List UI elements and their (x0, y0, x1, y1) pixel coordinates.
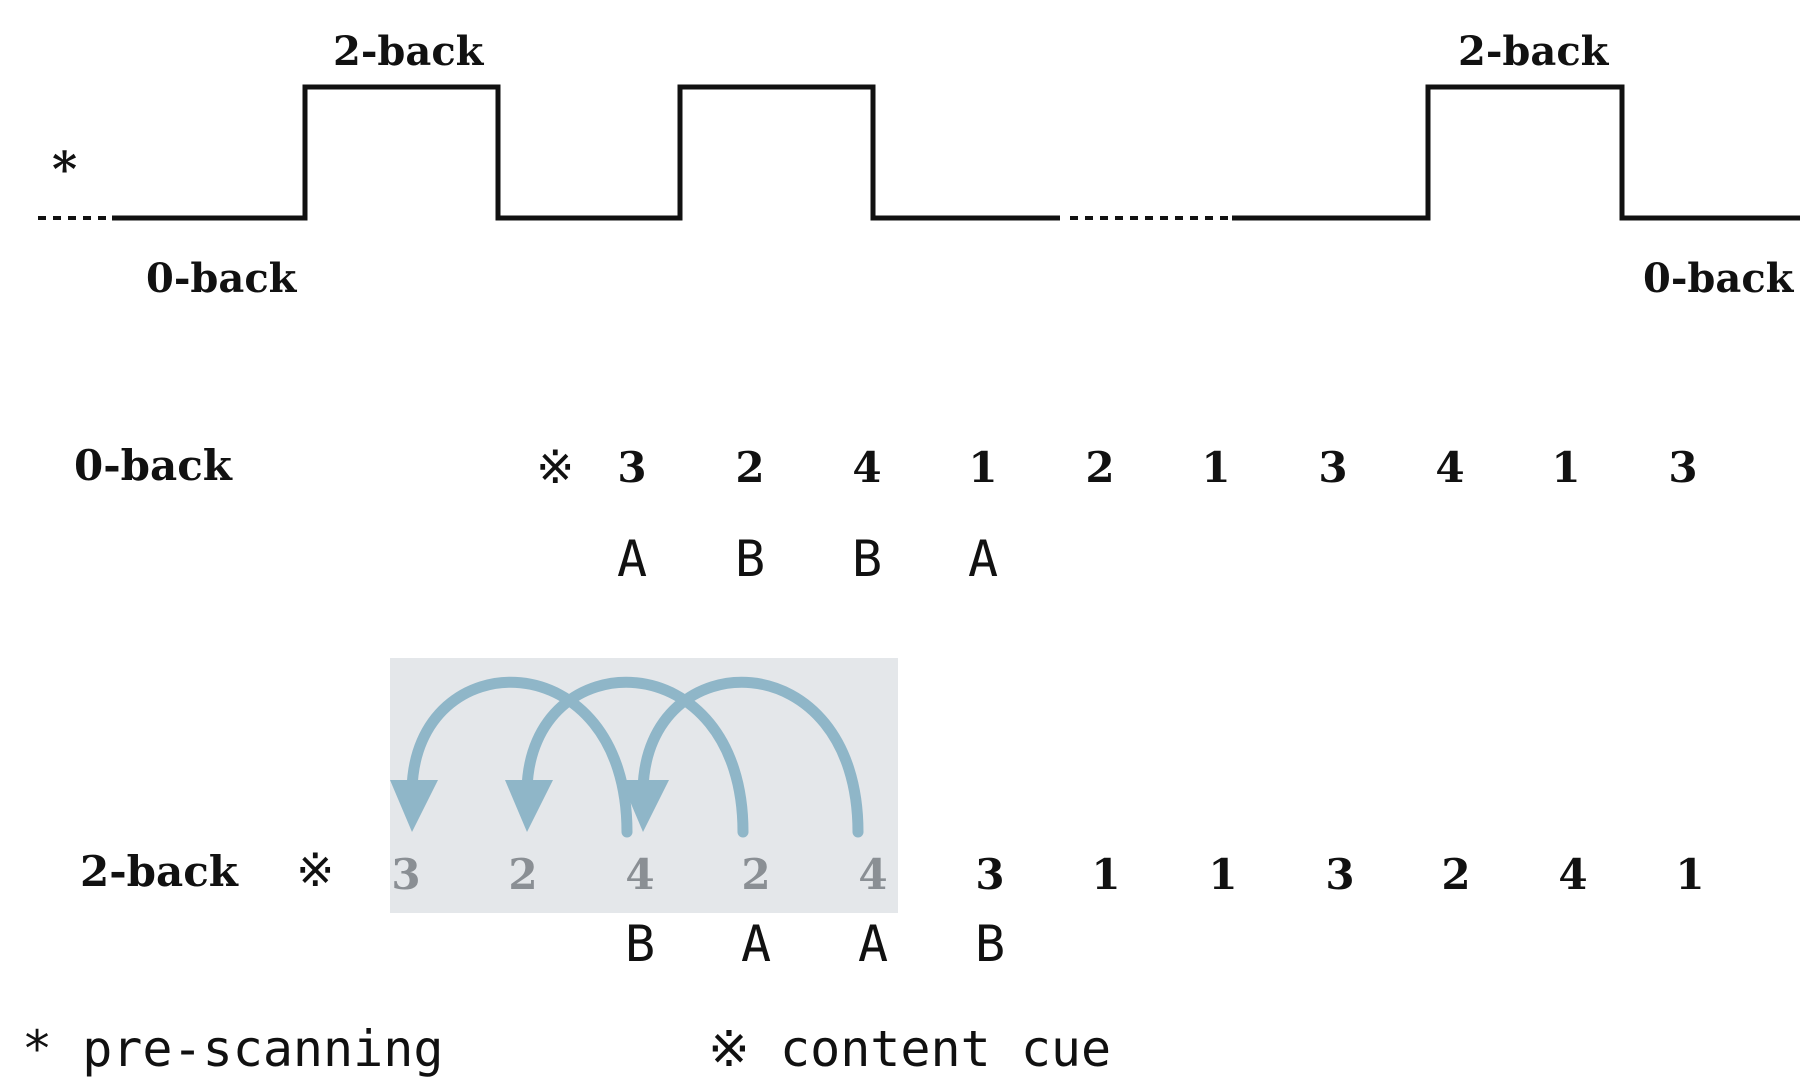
timing-label-2back: 2-back (1458, 28, 1609, 75)
zero-back-number: 3 (617, 443, 647, 492)
legend-content-cue: ※ content cue (708, 1020, 1112, 1078)
two-back-number-faded: 3 (391, 850, 421, 899)
zero-back-response-letter: B (851, 530, 883, 588)
two-back-number-faded: 2 (741, 850, 771, 899)
zero-back-response-letter: B (734, 530, 766, 588)
arrow-curve (637, 676, 864, 838)
two-back-number: 3 (975, 850, 1005, 899)
zero-back-number: 4 (852, 443, 882, 492)
zero-back-number: 2 (1085, 443, 1115, 492)
zero-back-number: 1 (1551, 443, 1581, 492)
two-back-number: 3 (1325, 850, 1355, 899)
comparison-arrows (406, 676, 864, 838)
two-back-number: 4 (1558, 850, 1588, 899)
waveform-line-left (112, 84, 1060, 221)
waveform-line-right (1232, 84, 1800, 221)
two-back-number-faded: 4 (858, 850, 888, 899)
two-back-number-faded: 4 (625, 850, 655, 899)
zero-back-response-letter: A (967, 530, 999, 588)
legend-prescanning: * pre-scanning (22, 1020, 444, 1078)
timing-label-0back: 0-back (1643, 255, 1794, 302)
content-cue-symbol: ※ (296, 843, 335, 897)
two-back-response-letter: A (857, 915, 889, 973)
two-back-number: 2 (1441, 850, 1471, 899)
two-back-response-letter: A (740, 915, 772, 973)
arrow-curve (521, 676, 749, 838)
zero-back-number: 4 (1435, 443, 1465, 492)
zero-back-number: 3 (1668, 443, 1698, 492)
zero-back-number: 3 (1318, 443, 1348, 492)
timing-label-2back: 2-back (333, 28, 484, 75)
two-back-response-letter: B (974, 915, 1006, 973)
arrowhead (621, 780, 669, 832)
arrowhead (390, 780, 438, 832)
content-cue-symbol: ※ (536, 440, 575, 494)
zero-back-number: 1 (1201, 443, 1231, 492)
arrow-curve (406, 676, 633, 838)
arrowhead (505, 780, 553, 832)
two-back-number: 1 (1675, 850, 1705, 899)
zero-back-response-letter: A (616, 530, 648, 588)
two-back-number-faded: 2 (508, 850, 538, 899)
arrowheads (390, 780, 669, 832)
two-back-number: 1 (1208, 850, 1238, 899)
two-back-response-letter: B (624, 915, 656, 973)
timing-label-0back: 0-back (146, 255, 297, 302)
two-back-number: 1 (1091, 850, 1121, 899)
two-back-row-label: 2-back (80, 847, 238, 896)
zero-back-number: 1 (968, 443, 998, 492)
prescan-marker: * (52, 142, 78, 198)
zero-back-row-label: 0-back (74, 441, 232, 490)
zero-back-number: 2 (735, 443, 765, 492)
